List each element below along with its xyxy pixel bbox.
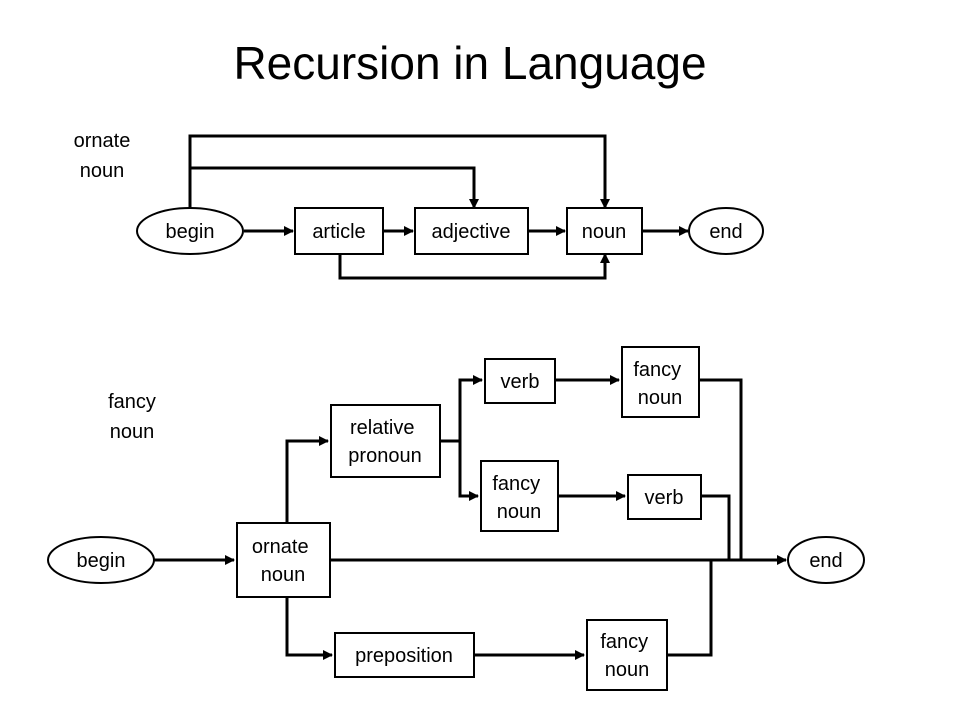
node-fancy-noun-bottom (586, 619, 668, 691)
node-end-fancy-label: end (809, 550, 842, 572)
ornate-noun-nodes: begin article adjective noun end (136, 207, 764, 255)
node-fancy-noun-middle-label: fancy noun (492, 473, 545, 523)
page-title: Recursion in Language (233, 37, 707, 89)
node-relative-pronoun-label: relative pronoun (348, 417, 421, 467)
node-preposition-label: preposition (355, 645, 453, 667)
node-article-label: article (312, 221, 365, 243)
node-verb-top-label: verb (501, 371, 540, 393)
node-begin-fancy (47, 536, 155, 584)
node-fancy-noun-bottom-label: fancy noun (600, 631, 653, 681)
edge-fancy-noun-top-end (699, 378, 743, 560)
node-begin-fancy-label: begin (77, 550, 126, 572)
node-fancy-noun-top-line-2: noun (638, 387, 683, 409)
node-noun (566, 207, 643, 255)
node-ornate-noun (236, 522, 331, 598)
node-relative-pronoun (330, 404, 441, 478)
ornate-noun-network (188, 134, 689, 280)
node-fancy-noun-middle-line-2: noun (497, 501, 542, 523)
node-fancy-noun-top-line-1: fancy (633, 359, 681, 381)
node-ornate-noun-line-1: ornate (252, 536, 309, 558)
edge-fancy-noun-bottom-end (667, 560, 713, 657)
node-fancy-noun-top (621, 346, 700, 418)
node-begin-ornate (136, 207, 244, 255)
node-end-ornate-label: end (709, 221, 742, 243)
node-end-fancy (787, 536, 865, 584)
fancy-noun-nodes: begin ornate noun relative pronoun verb … (47, 346, 865, 691)
node-ornate-noun-line-2: noun (261, 564, 306, 586)
node-adjective (414, 207, 529, 255)
node-verb-middle (627, 474, 702, 520)
node-fancy-noun-top-label: fancy noun (633, 359, 686, 409)
node-verb-middle-label: verb (645, 487, 684, 509)
node-relative-pronoun-line-2: pronoun (348, 445, 421, 467)
node-fancy-noun-middle-line-1: fancy (492, 473, 540, 495)
node-fancy-noun-bottom-line-1: fancy (600, 631, 648, 653)
edge-verb-middle-end (701, 494, 731, 560)
node-ornate-noun-label: ornate noun (252, 536, 314, 586)
ornate-noun-label: ornate noun (73, 130, 131, 182)
node-relative-pronoun-line-1: relative (350, 417, 414, 439)
node-begin-ornate-label: begin (166, 221, 215, 243)
node-fancy-noun-bottom-line-2: noun (605, 659, 650, 681)
fancy-noun-network (154, 375, 787, 660)
node-end-ornate (688, 207, 764, 255)
node-preposition (334, 632, 475, 678)
edge-begin-noun-bypass (188, 134, 610, 211)
edge-split-fancy-noun-middle (458, 441, 479, 501)
edge-article-noun-bypass (338, 253, 610, 280)
node-fancy-noun-middle (480, 460, 559, 532)
node-noun-label: noun (582, 221, 627, 243)
node-article (294, 207, 384, 255)
edge-ornate-preposition (285, 597, 333, 660)
edge-split-verb-top (458, 375, 483, 441)
edge-ornate-relative-pronoun (285, 436, 329, 523)
fancy-noun-label: fancy noun (108, 391, 156, 443)
node-verb-top (484, 358, 556, 404)
node-adjective-label: adjective (432, 221, 511, 243)
edge-begin-adjective-bypass (190, 166, 479, 209)
